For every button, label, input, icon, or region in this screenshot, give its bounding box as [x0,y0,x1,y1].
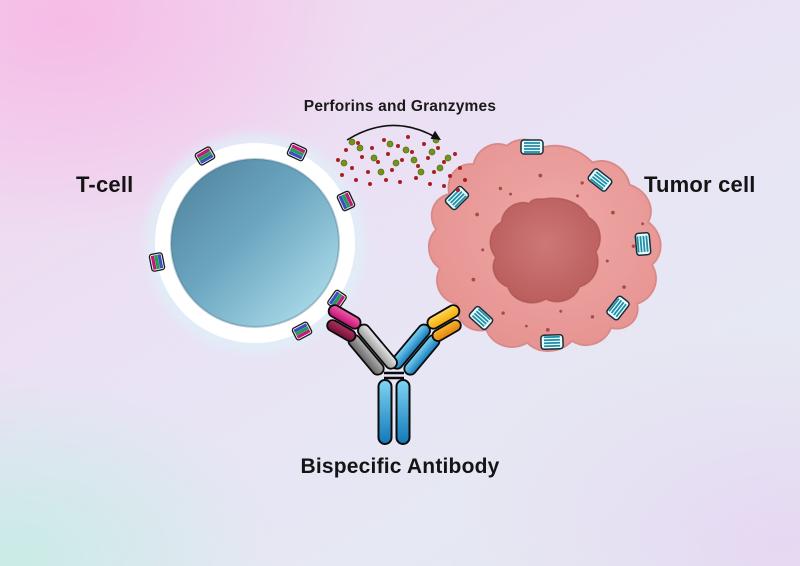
tumor-nucleus [489,197,601,304]
t-cell-receptor-icon [148,251,166,273]
bispecific-antibody-label: Bispecific Antibody [300,455,500,478]
antibody-right-arm [390,304,462,376]
bispecific-antibody [326,304,462,445]
perforins-granzymes-label: Perforins and Granzymes [303,98,497,115]
antibody-right-tips [426,304,462,343]
t-cell-label: T-cell [76,172,134,197]
tumor-cell [428,138,662,352]
antibody-hinge [384,371,404,380]
tumor-antigen-icon [634,231,652,257]
antibody-left-arm [326,304,398,376]
perforin-dots [336,135,467,192]
secretion-arrow-icon [346,124,441,141]
secretion-cloud [336,124,467,192]
t-cell-cytoplasm [170,158,340,328]
tumor-antigen-icon [539,333,565,351]
antibody-fc-body [377,379,411,445]
tumor-antigen-icon [520,139,544,155]
antibody-left-tips [326,304,362,343]
t-cell [145,133,365,353]
tumor-speckles [471,173,645,332]
granzyme-dots [340,136,452,176]
tumor-cell-label: Tumor cell [644,172,756,197]
